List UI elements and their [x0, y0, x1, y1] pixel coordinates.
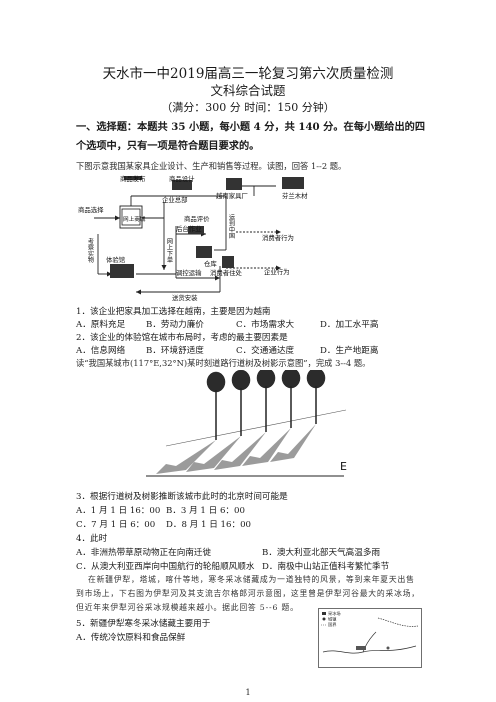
tree — [256, 370, 276, 432]
q3-option-c: C．7 月 1 日 6：00 — [76, 520, 156, 530]
q1-option-c: C．市场需求大 — [236, 320, 295, 330]
tree — [306, 370, 326, 424]
label-enterprise-hq: 企业总部 — [162, 195, 188, 204]
q2-option-d: D．生产地距离 — [320, 346, 379, 356]
intro-q5-6-line2: 到市场上，下右图为伊犁河及其支流吉尔格郎河示意图，这里曾是伊犁河谷最大的采冰场， — [76, 589, 420, 598]
q3-option-a: A．1 月 1 日 16：00 — [76, 506, 161, 516]
q2-option-b: B．环境舒适度 — [146, 346, 204, 356]
tree-shadow — [156, 440, 216, 474]
label-product-launch: 商品发布 — [120, 174, 146, 183]
ice-field-area — [356, 646, 366, 650]
intro-q5-6-line3: 但近年来伊犁河谷采冰规模越来越小。据此回答 5--6 题。 — [76, 603, 299, 612]
exam-subject: 文科综合试题 — [210, 83, 286, 98]
q2-option-a: A．信息网络 — [76, 346, 126, 356]
label-online-order: 网上下单 — [166, 238, 173, 264]
q4-option-c: C．从澳大利亚西岸向中国航行的轮船顺风顺水 — [76, 562, 255, 572]
tree — [206, 371, 226, 440]
q1-option-b: B．劳动力廉价 — [146, 320, 204, 330]
compass-east-label: E — [340, 460, 347, 473]
q3-option-b: B．3 月 1 日 6：00 — [166, 506, 245, 516]
label-dispatch: 调控运输 — [176, 268, 202, 277]
tree-shadow-figure: E — [146, 370, 347, 477]
tree — [231, 370, 251, 436]
label-vietnam-factory: 越南家具厂 — [216, 191, 248, 200]
exam-title: 天水市一中2019届高三一轮复习第六次质量检测 — [102, 66, 394, 82]
q3-option-d: D．8 月 1 日 16：00 — [166, 520, 251, 530]
ice-field-legend-icon — [322, 612, 326, 615]
label-backend-ops: 后台作业 — [176, 224, 202, 233]
label-finland-wood: 芬兰木材 — [282, 191, 308, 200]
q1-stem: 1．该企业把家具加工选择在越南，主要是因为越南 — [76, 307, 271, 317]
warehouse-icon — [196, 246, 212, 258]
intro-q3-4: 读“我国某城市(117°E,32°N)某时刻道路行道树及树影示意图”，完成 3-… — [76, 358, 371, 368]
intro-q1-2: 下图示意我国某家具企业设计、生产和销售等过程。读图，回答 1--2 题。 — [76, 161, 347, 171]
label-site-visit: 考察实物 — [87, 237, 94, 264]
home-icon — [222, 256, 234, 268]
furniture-flow-diagram: 商品发布 商品设计 企业总部 越南家具厂 芬兰木材 商品选择 网上商城 商品评价… — [78, 174, 308, 302]
tree-shadow — [214, 432, 266, 470]
q2-stem: 2．该企业的体验馆在城市布局时，考虑的最主要因素是 — [76, 333, 288, 343]
ili-river-map: 采冰场 城镇 国界 — [318, 608, 422, 668]
factory-icon — [226, 178, 242, 190]
label-product-review: 商品评价 — [184, 214, 210, 223]
q4-stem: 4．此时 — [76, 534, 108, 544]
launch-icon — [124, 176, 142, 180]
q5-stem: 5．新疆伊犁寒冬采冰储藏主要用于 — [76, 619, 211, 629]
label-consumer-home: 消费者住处 — [210, 268, 243, 277]
label-ship-to-china: 运到中国 — [228, 213, 235, 240]
q4-option-d: D．南极中山站正值科考繁忙季节 — [262, 562, 390, 572]
q4-option-a: A．非洲热带草原动物正在向南迁徙 — [76, 548, 212, 558]
town-legend-icon — [322, 617, 326, 621]
computer-icon — [121, 208, 141, 226]
hq-building-icon — [172, 180, 192, 190]
q1-option-d: D．加工水平高 — [320, 320, 379, 330]
label-experience-store: 体验馆 — [106, 255, 125, 264]
label-warehouse: 仓库 — [204, 259, 217, 268]
label-delivery-install: 送货安装 — [172, 293, 198, 302]
q4-option-b: B．澳大利亚北部天气高温多雨 — [262, 548, 381, 558]
legend-town: 城镇 — [328, 616, 336, 623]
legend-border: 国界 — [328, 622, 337, 628]
section-heading: 一、选择题：本题共 35 小题，每小题 4 分，共 140 分。在每小题给出的四… — [76, 121, 426, 152]
tributary — [362, 631, 377, 653]
timber-icon — [282, 177, 304, 189]
tree-shadow — [242, 428, 291, 466]
page-number: 1 — [245, 688, 251, 697]
label-product-select: 商品选择 — [78, 205, 104, 214]
tree — [281, 370, 301, 428]
tree-shadow — [270, 424, 316, 462]
q2-option-c: C．交通通达度 — [236, 346, 295, 356]
legend-ice-field: 采冰场 — [328, 610, 341, 617]
intro-q5-6-line1: 在新疆伊犁，塔城，喀什等地，寒冬采冰储藏成为一道独特的风景，等到来年夏天出售 — [88, 575, 415, 584]
border-line — [377, 617, 419, 627]
label-enterprise-behavior: 企业行为 — [264, 267, 290, 276]
label-online-mall: 网上商城 — [123, 215, 146, 223]
q3-stem: 3．根据行道树及树影推断该城市此时的北京时间可能是 — [76, 492, 288, 502]
label-product-design: 商品设计 — [169, 174, 195, 183]
label-consumer-behavior: 消费者行为 — [262, 233, 294, 242]
town-dot — [386, 646, 390, 650]
exam-meta: （满分：300 分 时间：150 分钟） — [161, 101, 335, 114]
q5-option-a: A．传统冷饮原料和食品保鲜 — [76, 633, 186, 643]
experience-store-icon — [110, 264, 134, 278]
q1-option-a: A．原料充足 — [76, 320, 126, 330]
tree-shadow — [186, 436, 241, 472]
backend-icon — [188, 226, 204, 234]
